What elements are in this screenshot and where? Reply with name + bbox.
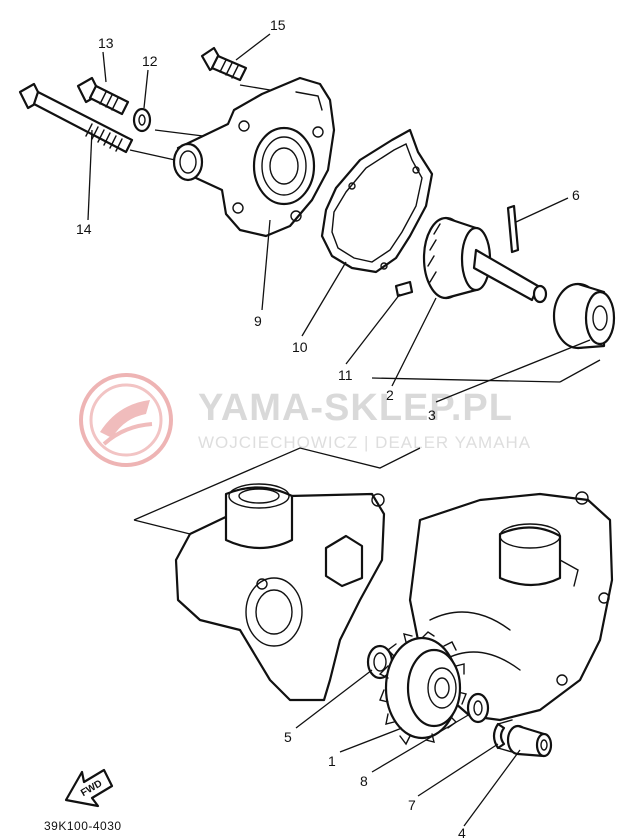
watermark-dealer: WOJCIECHOWICZ | DEALER YAMAHA [198, 433, 531, 452]
callout-11: 11 [338, 367, 353, 383]
watermark-brand: YAMA-SKLEP.PL [198, 387, 513, 429]
diagram-code: 39K100-4030 [44, 819, 122, 833]
leader-lines [87, 33, 591, 827]
watermark: YAMA-SKLEP.PL WOJCIECHOWICZ | DEALER YAM… [79, 373, 531, 467]
bearing-part-3 [552, 282, 616, 350]
washer-part-12 [132, 107, 152, 133]
callout-2: 2 [386, 387, 394, 403]
callout-9: 9 [254, 313, 262, 329]
gear-part-1 [378, 631, 467, 746]
circlip-part-7 [492, 719, 513, 753]
pump-housing-part-9 [172, 76, 336, 238]
washer-part-8 [466, 692, 490, 724]
callout-1: 1 [328, 753, 336, 769]
callout-14: 14 [76, 221, 92, 237]
watermark-logo-icon [79, 373, 173, 467]
callout-labels: 13 12 15 14 9 10 11 2 3 6 5 1 8 7 4 [76, 17, 580, 840]
bolt-part-13 [76, 76, 130, 116]
callout-12: 12 [142, 53, 158, 69]
dowel-pin-part-11 [394, 280, 414, 298]
callout-10: 10 [292, 339, 308, 355]
callout-3: 3 [428, 407, 436, 423]
bolt-part-15 [200, 46, 248, 82]
pin-part-6 [506, 204, 520, 254]
gasket-part-10 [320, 128, 434, 274]
callout-13: 13 [98, 35, 114, 51]
callout-8: 8 [360, 773, 368, 789]
callout-4: 4 [458, 825, 466, 840]
collar-part-4 [506, 724, 553, 758]
crankcase-outline [133, 447, 614, 722]
impeller-shaft-part-2 [422, 216, 548, 304]
fwd-direction-marker: FWD [64, 768, 114, 808]
callout-7: 7 [408, 797, 416, 813]
callout-15: 15 [270, 17, 286, 33]
callout-6: 6 [572, 187, 580, 203]
bolt-long-part-14 [18, 82, 134, 154]
callout-5: 5 [284, 729, 292, 745]
